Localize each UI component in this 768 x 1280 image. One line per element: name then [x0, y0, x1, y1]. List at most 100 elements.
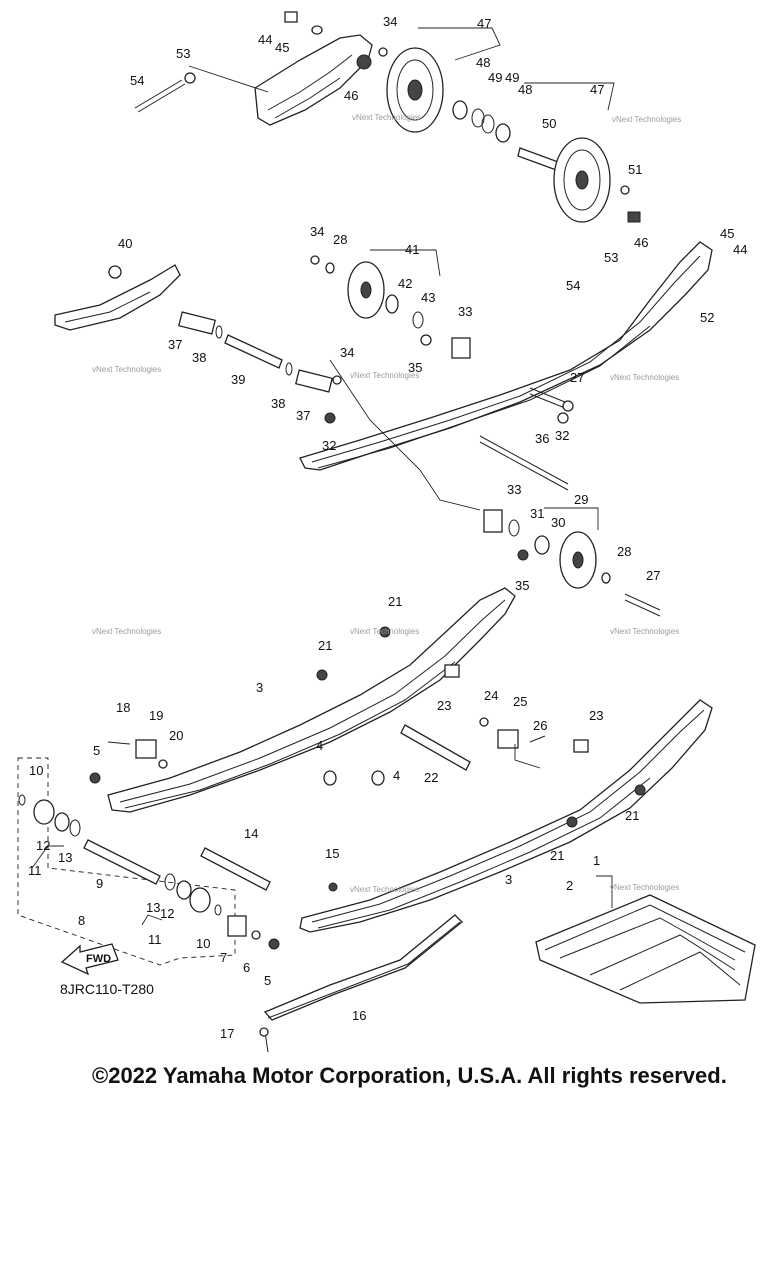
left-rail-segment [54, 264, 181, 331]
arm-33-bottom [483, 509, 503, 533]
watermark-10: vNext Technologies [610, 883, 679, 892]
callout-44-right: 44 [733, 242, 747, 257]
bolt-44 [284, 11, 298, 23]
callout-52: 52 [700, 310, 714, 325]
callout-37-right: 37 [296, 408, 310, 423]
callout-6: 6 [243, 960, 250, 975]
washer-45 [311, 25, 323, 35]
callout-30: 30 [551, 515, 565, 530]
callout-47-top: 47 [477, 16, 491, 31]
watermark-7: vNext Technologies [350, 627, 419, 636]
axle-9 [83, 839, 161, 885]
fwd-label: FWD [86, 953, 111, 965]
watermark-8: vNext Technologies [610, 627, 679, 636]
bolt-21-a [316, 669, 328, 681]
nut-53 [184, 72, 196, 84]
washer-28-low [601, 572, 611, 584]
callout-4-right: 4 [393, 768, 400, 783]
callout-8: 8 [78, 913, 85, 928]
callout-51: 51 [628, 162, 642, 177]
bolt-17 [259, 1027, 269, 1037]
callout-28-bottom: 28 [617, 544, 631, 559]
callout-45-top: 45 [275, 40, 289, 55]
washer-6 [251, 930, 261, 940]
nut-34-lower [332, 375, 342, 385]
bearing-11-left [33, 799, 55, 825]
bearing-12-left [54, 812, 70, 832]
callout-28-top: 28 [333, 232, 347, 247]
callout-27-bottom: 27 [646, 568, 660, 583]
washer-4-left [323, 770, 337, 786]
callout-49-left: 49 [488, 70, 502, 85]
ring-31 [508, 519, 520, 537]
kit-8-boundary [17, 757, 236, 966]
callout-21-b: 21 [318, 638, 332, 653]
callout-31: 31 [530, 506, 544, 521]
callout-38-right: 38 [271, 396, 285, 411]
hyfax-slide-16 [263, 914, 463, 1021]
callout-17: 17 [220, 1026, 234, 1041]
copyright-notice: ©2022 Yamaha Motor Corporation, U.S.A. A… [92, 1063, 727, 1088]
callout-29: 29 [574, 492, 588, 507]
callout-5-bottom: 5 [264, 973, 271, 988]
callout-5-top: 5 [93, 743, 100, 758]
bushing-23-right [573, 739, 589, 753]
watermark-5: vNext Technologies [610, 373, 679, 382]
callout-21-d: 21 [625, 808, 639, 823]
bolt-51 [620, 185, 630, 195]
watermark-4: vNext Technologies [350, 371, 419, 380]
callout-19: 19 [149, 708, 163, 723]
cross-shaft-22 [400, 724, 471, 771]
watermark-6: vNext Technologies [92, 627, 161, 636]
callout-36: 36 [535, 431, 549, 446]
circlip-13-left [69, 819, 81, 837]
callout-32-right: 32 [555, 428, 569, 443]
nut-15 [328, 882, 338, 892]
circlip-49b [481, 114, 495, 134]
callout-24: 24 [484, 688, 498, 703]
callout-2: 2 [566, 878, 573, 893]
callout-7: 7 [220, 950, 227, 965]
nut-35-low [517, 549, 529, 561]
callout-46-top: 46 [344, 88, 358, 103]
circlip-43 [412, 311, 424, 329]
bearing-30 [534, 535, 550, 555]
callout-23-left: 23 [437, 698, 451, 713]
adjuster-46 [627, 211, 641, 223]
callout-12-left: 12 [36, 838, 50, 853]
bolt-21-b [379, 626, 391, 638]
callout-42: 42 [398, 276, 412, 291]
callout-53-top: 53 [176, 46, 190, 61]
callout-54-right: 54 [566, 278, 580, 293]
track-1 [535, 894, 756, 1004]
bolt-21-c [566, 816, 578, 828]
callout-41: 41 [405, 242, 419, 257]
washer-28-mid [325, 262, 335, 274]
callout-10-left: 10 [29, 763, 43, 778]
bearing-48b [495, 123, 511, 143]
bolt-5-bottom [268, 938, 280, 950]
nut-20 [158, 759, 168, 769]
callout-50: 50 [542, 116, 556, 131]
ring-38-right [285, 362, 293, 376]
callout-22: 22 [424, 770, 438, 785]
callout-4-left: 4 [316, 738, 323, 753]
shaft-39 [224, 334, 283, 369]
callout-43: 43 [421, 290, 435, 305]
ring-38-left [215, 325, 223, 339]
nut-35-top [420, 334, 432, 346]
upper-rail-segment [254, 34, 373, 126]
callout-23-right: 23 [589, 708, 603, 723]
callout-20: 20 [169, 728, 183, 743]
watermark-3: vNext Technologies [92, 365, 161, 374]
bearing-11-right [189, 887, 211, 913]
callout-27-top: 27 [570, 370, 584, 385]
callout-3-lower: 3 [505, 872, 512, 887]
nut-32-right [557, 412, 569, 424]
callout-11-right: 11 [148, 932, 162, 947]
nut-32 [324, 412, 336, 424]
stopper-25 [497, 729, 519, 749]
callout-35-bottom: 35 [515, 578, 529, 593]
callout-16: 16 [352, 1008, 366, 1023]
